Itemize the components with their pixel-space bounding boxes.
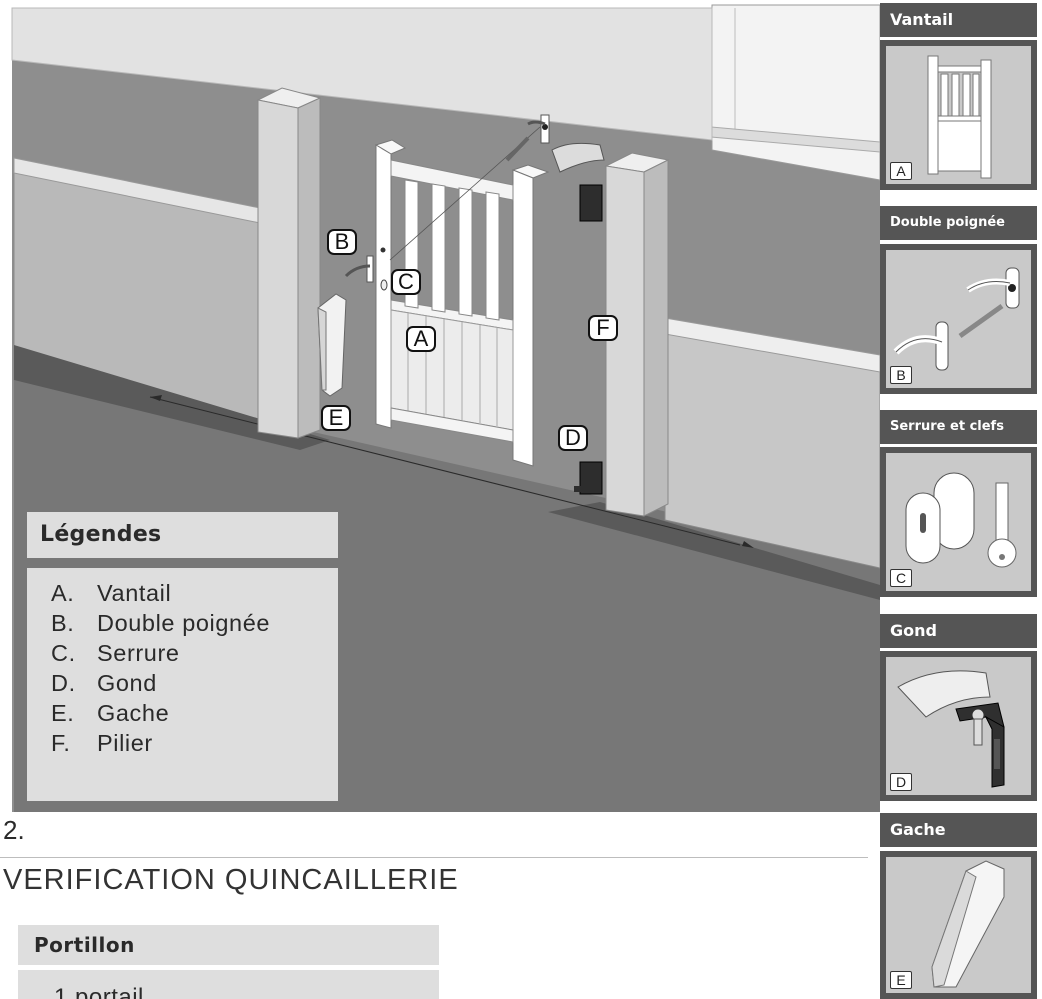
legend-letter: A. [51,580,75,606]
callout-b: B [327,229,357,255]
legend-label: Double poignée [97,610,271,636]
portillon-header: Portillon [18,925,439,965]
legend-item: F. Pilier [51,728,270,758]
legend-letter: B. [51,610,75,636]
panel-header-gond: Gond [880,614,1037,648]
panel-header-gache: Gache [880,813,1037,847]
portillon-item: 1 portail [54,984,144,999]
panel-double-poignee: B [880,244,1037,394]
panel-tag: D [890,773,912,791]
legend-item: E. Gache [51,698,270,728]
panel-tag: E [890,971,912,989]
callout-d: D [558,425,588,451]
hinge-thumbnail [886,657,1031,795]
callout-e: E [321,405,351,431]
panel-vantail: A [880,40,1037,190]
lock-thumbnail [886,453,1031,591]
legend-list: A. Vantail B. Double poignée C. Serrure D. G… [51,578,270,758]
portillon-title: Portillon [34,933,135,957]
panel-header-double-poignee: Double poignée [880,206,1037,240]
panel-tag: C [890,569,912,587]
panel-serrure: C [880,447,1037,597]
panel-gache: E [880,851,1037,999]
panel-gond: D [880,651,1037,801]
legend-letter: C. [51,640,76,666]
panel-header-serrure: Serrure et clefs [880,410,1037,444]
panel-header-vantail: Vantail [880,3,1037,37]
legend-header: Légendes [27,512,338,558]
legend-label: Gond [97,670,157,696]
section-title: VERIFICATION QUINCAILLERIE [3,864,459,896]
legend-letter: D. [51,670,76,696]
legend-label: Vantail [97,580,172,606]
callout-a: A [406,326,436,352]
handle-thumbnail [886,250,1031,388]
strike-thumbnail [886,857,1031,993]
legend-item: C. Serrure [51,638,270,668]
legend-panel: A. Vantail B. Double poignée C. Serrure D. G… [27,568,338,801]
legend-item: A. Vantail [51,578,270,608]
panel-tag: B [890,366,912,384]
legend-title: Légendes [40,522,162,547]
legend-item: B. Double poignée [51,608,270,638]
section-divider [0,857,868,858]
legend-item: D. Gond [51,668,270,698]
callout-f: F [588,315,618,341]
legend-label: Serrure [97,640,180,666]
section-number: 2. [3,815,25,845]
legend-label: Gache [97,700,170,726]
panel-tag: A [890,162,912,180]
legend-letter: F. [51,730,71,756]
legend-label: Pilier [97,730,153,756]
legend-letter: E. [51,700,75,726]
vantail-thumbnail [886,46,1031,184]
portillon-list: 1 portail [18,970,439,999]
callout-c: C [391,269,421,295]
